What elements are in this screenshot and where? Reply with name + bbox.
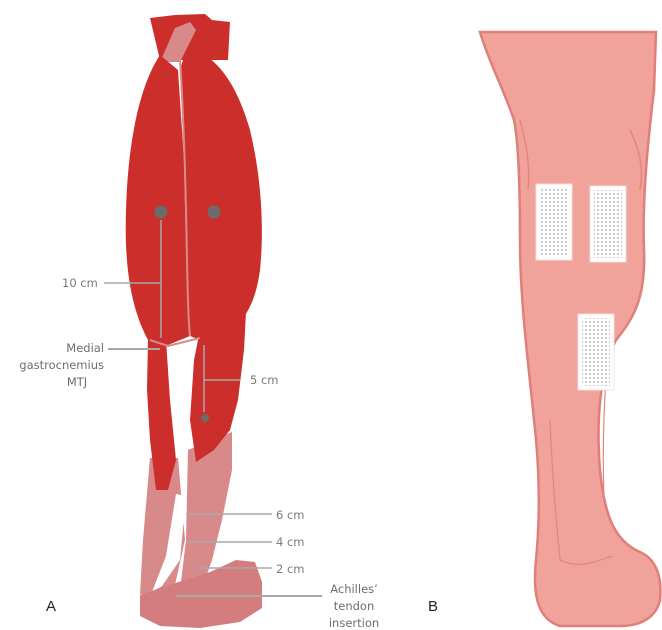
medial-gastrocnemius (126, 55, 190, 345)
electrode-lower (578, 314, 614, 390)
electrode-medial (536, 184, 572, 260)
label-4cm: 4 cm (276, 535, 305, 549)
label-2cm: 2 cm (276, 562, 305, 576)
label-6cm: 6 cm (276, 508, 305, 522)
label-achilles-line3: insertion (329, 616, 379, 630)
panel-b: B (428, 32, 660, 626)
marker-dot-lateral (208, 206, 221, 219)
electrode-lateral (590, 186, 626, 262)
label-achilles-line2: tendon (334, 599, 375, 613)
panel-a: 10 cm Medial gastrocnemius MTJ 5 cm 6 cm… (19, 14, 379, 630)
label-achilles-line1: Achilles’ (330, 582, 378, 596)
lateral-gastrocnemius (180, 50, 262, 340)
label-10cm: 10 cm (62, 276, 98, 290)
panel-letter-b: B (428, 598, 438, 615)
label-mtj-line3: MTJ (67, 375, 87, 389)
label-5cm: 5 cm (250, 373, 279, 387)
label-mtj-line1: Medial (66, 341, 104, 355)
marker-dot-medial (155, 206, 168, 219)
marker-dot-lower (201, 414, 209, 422)
label-mtj-line2: gastrocnemius (19, 358, 104, 372)
leg-silhouette (480, 32, 660, 626)
panel-letter-a: A (46, 598, 56, 615)
